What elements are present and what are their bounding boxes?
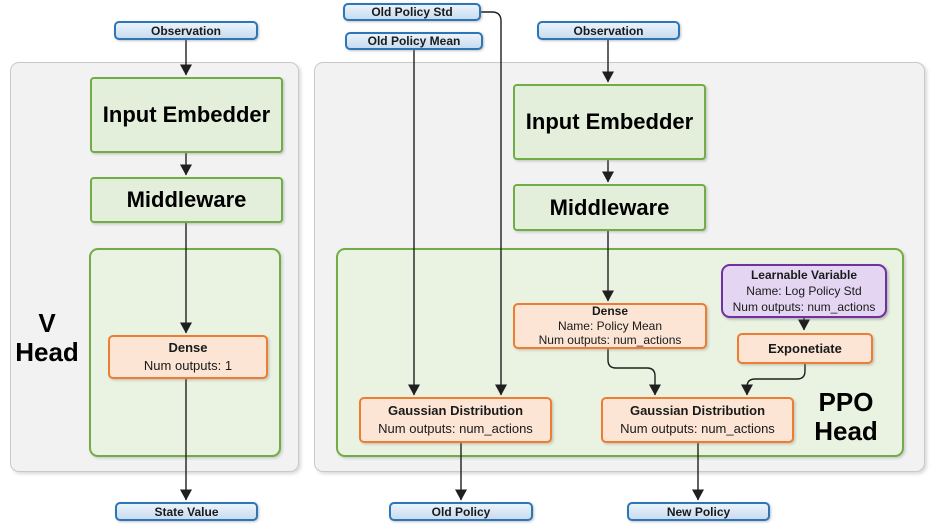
learnable-variable-name: Name: Log Policy Std bbox=[746, 284, 862, 298]
old-policy-node: Old Policy bbox=[389, 502, 533, 521]
v-head-label-line1: V bbox=[38, 308, 56, 338]
input-embedder-node-v: Input Embedder bbox=[90, 77, 283, 153]
gaussian-old-title: Gaussian Distribution bbox=[387, 403, 524, 418]
exponetiate-node: Exponetiate bbox=[737, 333, 873, 364]
dense-policy-mean-node: Dense Name: Policy Mean Num outputs: num… bbox=[513, 303, 707, 349]
old-policy-std-node: Old Policy Std bbox=[343, 3, 481, 21]
gaussian-new-title: Gaussian Distribution bbox=[629, 403, 766, 418]
ppo-head-label-line1: PPO bbox=[818, 387, 874, 417]
observation-node-ppo: Observation bbox=[537, 21, 680, 40]
exponetiate-label: Exponetiate bbox=[768, 340, 842, 356]
new-policy-node: New Policy bbox=[627, 502, 770, 521]
learnable-variable-title: Learnable Variable bbox=[750, 268, 858, 282]
middleware-node-ppo: Middleware bbox=[513, 184, 706, 231]
input-embedder-node-ppo: Input Embedder bbox=[513, 84, 706, 160]
v-head-label-line2: Head bbox=[15, 337, 79, 367]
dense-name-ppo: Name: Policy Mean bbox=[557, 318, 663, 333]
observation-node-v: Observation bbox=[114, 21, 258, 40]
gaussian-old-outputs: Num outputs: num_actions bbox=[378, 421, 533, 436]
dense-outputs-ppo: Num outputs: num_actions bbox=[538, 333, 682, 348]
dense-title-v: Dense bbox=[168, 340, 208, 355]
gaussian-distribution-old-node: Gaussian Distribution Num outputs: num_a… bbox=[359, 397, 552, 443]
gaussian-distribution-new-node: Gaussian Distribution Num outputs: num_a… bbox=[601, 397, 794, 443]
gaussian-new-outputs: Num outputs: num_actions bbox=[620, 421, 775, 436]
learnable-variable-node: Learnable Variable Name: Log Policy Std … bbox=[721, 264, 887, 318]
ppo-head-label: PPO Head bbox=[806, 388, 886, 446]
learnable-variable-outputs: Num outputs: num_actions bbox=[732, 300, 876, 314]
v-head-label: V Head bbox=[7, 309, 87, 367]
state-value-node: State Value bbox=[115, 502, 258, 521]
middleware-node-v: Middleware bbox=[90, 177, 283, 223]
ppo-head-label-line2: Head bbox=[814, 416, 878, 446]
old-policy-mean-node: Old Policy Mean bbox=[345, 32, 483, 50]
dense-node-v: Dense Num outputs: 1 bbox=[108, 335, 268, 379]
dense-title-ppo: Dense bbox=[591, 304, 629, 319]
dense-outputs-v: Num outputs: 1 bbox=[143, 358, 233, 373]
